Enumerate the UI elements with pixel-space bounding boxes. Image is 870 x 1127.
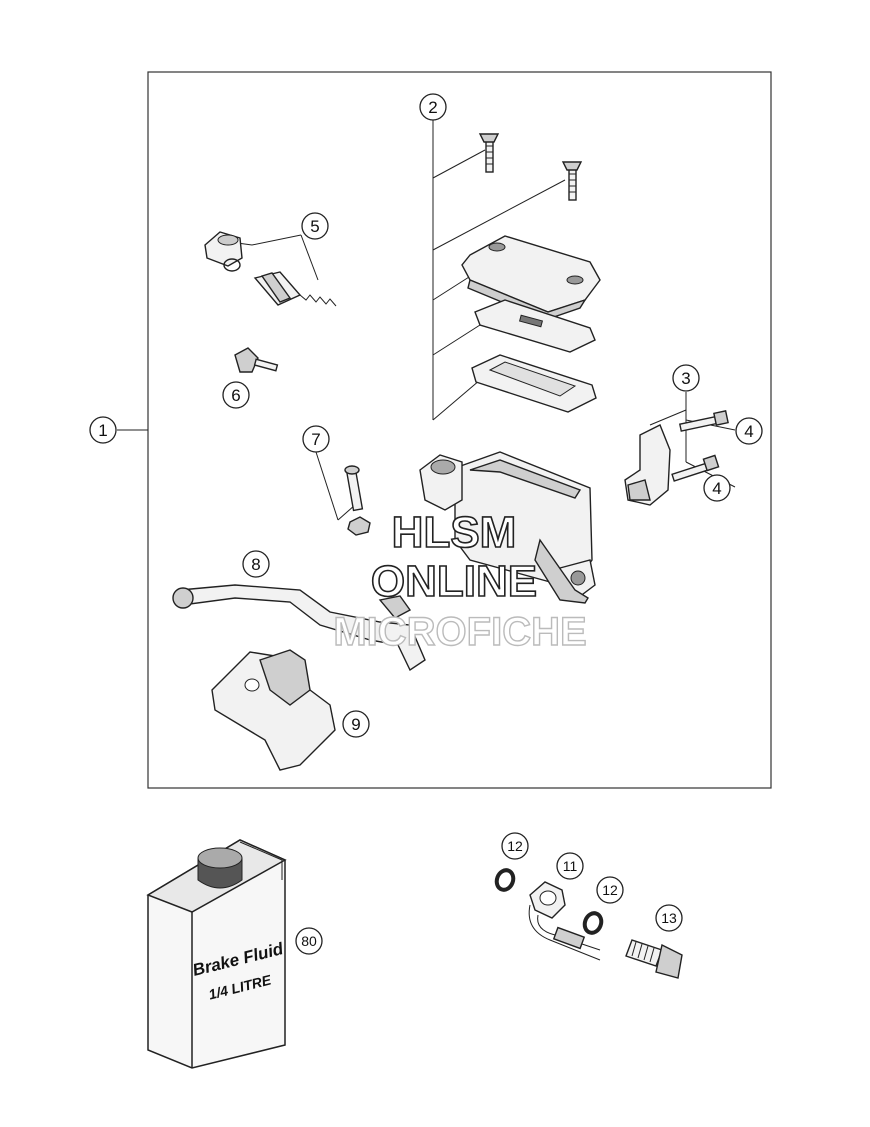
lever-pivot-bolt [344,465,371,536]
rubber-diaphragm [471,354,597,413]
lever-cover [211,649,336,771]
svg-text:1: 1 [98,421,107,440]
diaphragm-plate [474,299,596,353]
svg-text:13: 13 [661,910,677,926]
callout-6: 6 [222,381,250,409]
watermark: HLSM ONLINE MICROFICHE [333,507,588,655]
reservoir-screw-1 [478,133,500,173]
clamp-bolt-lower [671,454,720,482]
brake-lever [172,584,426,672]
banjo-bolt [625,939,683,979]
svg-text:4: 4 [712,479,721,498]
callout-8: 8 [242,550,270,578]
handlebar-clamp [624,424,671,506]
watermark-line3: MICROFICHE [333,610,586,654]
leader-lines [117,120,736,521]
svg-text:11: 11 [563,858,578,874]
sealing-washer-2 [582,911,604,935]
svg-text:4: 4 [744,422,753,441]
callout-13: 13 [655,904,683,932]
master-cylinder-body [419,451,596,604]
sealing-washer-1 [494,868,516,892]
svg-text:80: 80 [301,933,317,949]
piston-kit [204,231,337,307]
callout-2: 2 [419,93,447,121]
callout-9: 9 [342,710,370,738]
reservoir-cover [461,235,601,321]
svg-text:7: 7 [311,430,320,449]
svg-text:5: 5 [310,217,319,236]
bleeder-screw [234,347,279,373]
callout-5: 5 [301,212,329,240]
reservoir-screw-2 [561,161,583,201]
callout-12-lower: 12 [596,876,624,904]
callout-4-lower: 4 [703,474,731,502]
svg-text:3: 3 [681,369,690,388]
brake-fluid-container [146,839,287,1069]
callout-4-upper: 4 [735,417,763,445]
callout-7: 7 [302,425,330,453]
svg-text:6: 6 [231,386,240,405]
svg-text:12: 12 [602,882,618,898]
callout-80: 80 [295,927,323,955]
callout-3: 3 [672,364,700,392]
clamp-bolt-upper [678,410,729,432]
callout-12-upper: 12 [501,832,529,860]
svg-text:9: 9 [351,715,360,734]
svg-text:12: 12 [507,838,523,854]
callout-11: 11 [556,852,584,880]
watermark-line1: HLSM [392,508,517,557]
svg-text:8: 8 [251,555,260,574]
watermark-line2: ONLINE [371,557,537,606]
svg-text:2: 2 [428,98,437,117]
brake-hose-fitting [528,881,601,961]
callout-1: 1 [89,416,117,444]
